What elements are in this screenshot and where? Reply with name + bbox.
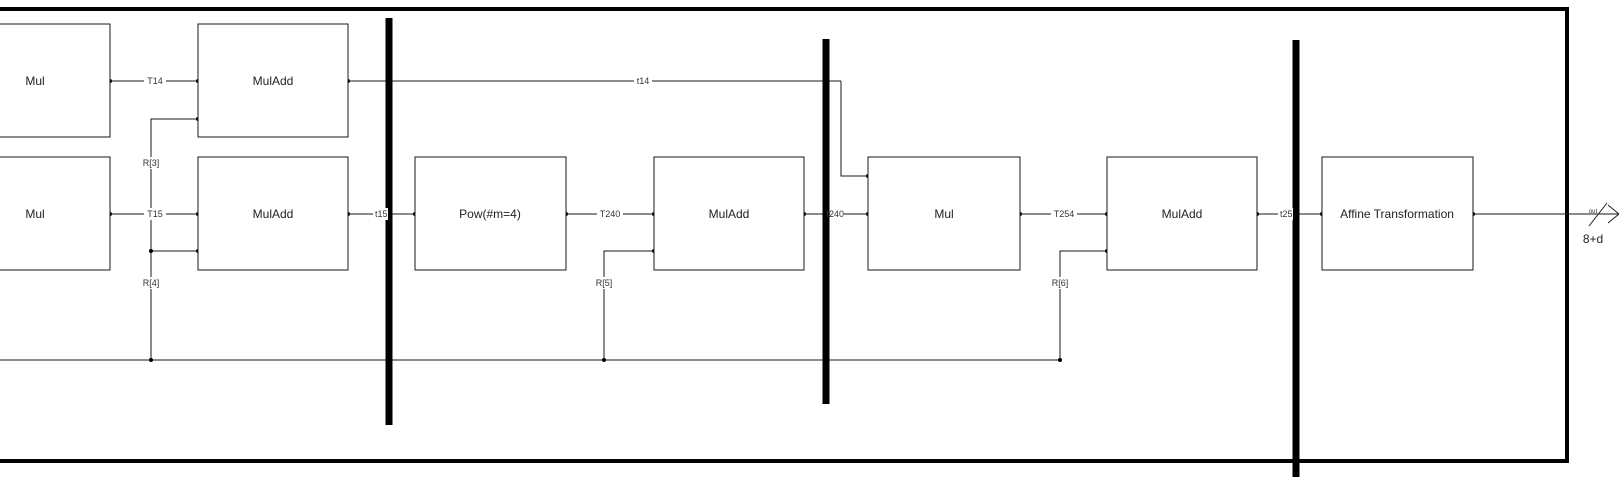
wire-r3	[150, 118, 198, 252]
wire-label-t240-lower: t240	[826, 209, 844, 219]
wire-label-t15-upper: T15	[147, 209, 163, 219]
wire-label-t25: t25	[1280, 209, 1293, 219]
block-label: MulAdd	[709, 207, 750, 221]
wire-label-t254: T254	[1054, 209, 1075, 219]
block-label: MulAdd	[253, 74, 294, 88]
wire-label-t14-long: t14	[637, 76, 650, 86]
wire-label-r3: R[3]	[143, 158, 160, 168]
block-label: Mul	[25, 207, 44, 221]
wire-label-t14-upper: T14	[147, 76, 163, 86]
wire-label-out: out	[1589, 209, 1598, 215]
block-muladd-top: MulAdd	[197, 23, 349, 138]
wire-labels: T14 T15 R[3] R[4] t14 t15 T240 R[5] t240…	[140, 75, 1293, 289]
wire-r6	[1059, 250, 1107, 360]
block-label: Affine Transformation	[1340, 207, 1454, 221]
wires	[0, 80, 1619, 361]
block-muladd-bottom: MulAdd	[197, 156, 349, 271]
wire-r5	[603, 250, 654, 360]
block-muladd-right: MulAdd	[1106, 156, 1258, 271]
wire-label-r5: R[5]	[596, 278, 613, 288]
block-affine-transformation: Affine Transformation	[1321, 156, 1474, 271]
block-pow: Pow(#m=4)	[414, 156, 567, 271]
wire-t14-drop	[840, 81, 868, 177]
diagram-frame	[0, 7, 1569, 463]
output-width-label: 8+d	[1583, 232, 1603, 246]
wire-label-r4: R[4]	[143, 278, 160, 288]
output-arrow-icon	[1607, 204, 1619, 224]
block-label: MulAdd	[253, 207, 294, 221]
wire-label-t15-lower: t15	[375, 209, 388, 219]
block-label: Pow(#m=4)	[459, 207, 521, 221]
block-label: Mul	[934, 207, 953, 221]
block-mul-top: Mul	[0, 23, 111, 138]
bus-slash	[1588, 202, 1608, 227]
block-mul-mid: Mul	[867, 156, 1021, 271]
block-muladd-mid: MulAdd	[653, 156, 805, 271]
wire-label-t240-upper: T240	[600, 209, 621, 219]
block-label: MulAdd	[1162, 207, 1203, 221]
block-mul-bottom: Mul	[0, 156, 111, 271]
output-port: out 8+d	[1583, 202, 1619, 246]
wire-label-r6: R[6]	[1052, 278, 1069, 288]
block-label: Mul	[25, 74, 44, 88]
